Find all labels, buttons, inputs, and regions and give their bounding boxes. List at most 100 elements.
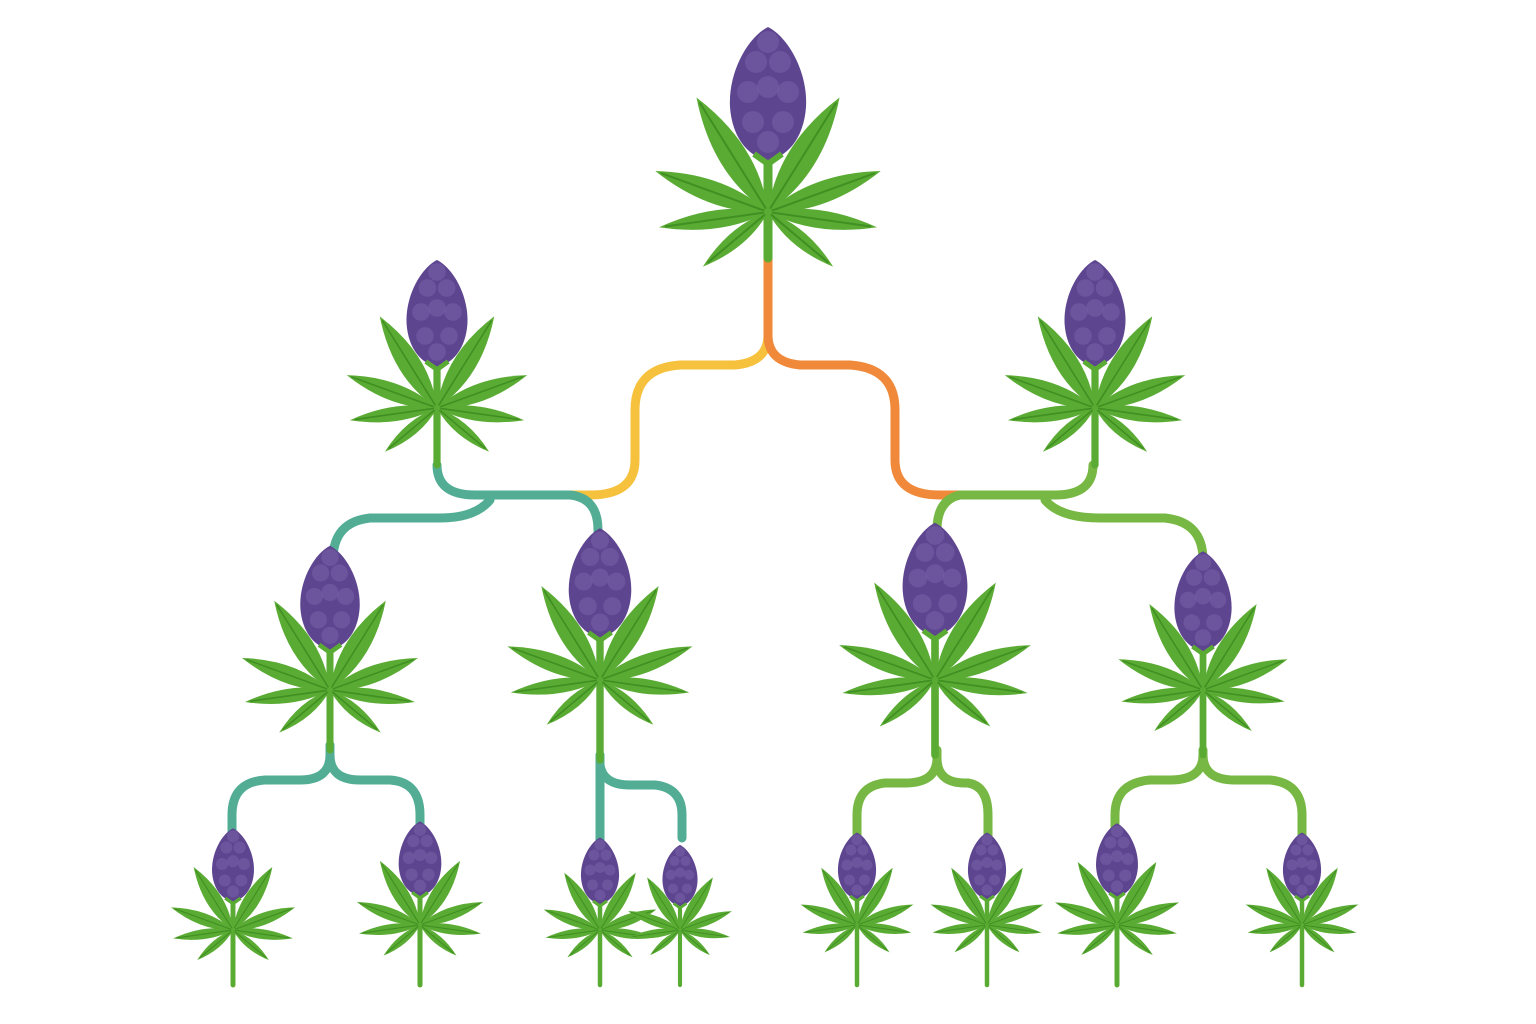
leaf-icon bbox=[233, 928, 293, 940]
cannabis-plant-icon bbox=[800, 832, 914, 988]
cannabis-plant-icon bbox=[1245, 832, 1359, 988]
leaf-icon bbox=[567, 930, 600, 958]
edge-l2a-l3b bbox=[325, 750, 425, 843]
cannabis-plant-icon bbox=[1054, 823, 1180, 988]
leaf-icon bbox=[932, 923, 987, 934]
leaf-icon bbox=[600, 680, 654, 725]
cannabis-plant-icon bbox=[507, 528, 693, 764]
leaf-icon bbox=[437, 375, 528, 409]
leaf-icon bbox=[170, 907, 233, 931]
leaf-icon bbox=[987, 904, 1044, 926]
leaf-icon bbox=[680, 877, 713, 930]
bud-icon bbox=[212, 828, 254, 906]
leaf-icon bbox=[935, 582, 996, 680]
leaf-icon bbox=[1095, 316, 1153, 408]
leaf-icon bbox=[1203, 604, 1257, 690]
leaf-icon bbox=[702, 212, 768, 267]
leaf-icon bbox=[768, 97, 840, 212]
leaf-icon bbox=[543, 909, 600, 931]
leaf-icon bbox=[510, 677, 600, 695]
leaf-icon bbox=[600, 586, 659, 680]
leaf-icon bbox=[935, 680, 991, 727]
leaf-icon bbox=[173, 928, 233, 940]
leaf-icon bbox=[1095, 375, 1186, 409]
leaf-icon bbox=[1269, 925, 1302, 953]
bud-icon bbox=[1096, 823, 1138, 901]
bud-icon bbox=[662, 844, 698, 910]
leaf-icon bbox=[857, 923, 912, 934]
leaf-icon bbox=[1302, 925, 1335, 953]
leaf-icon bbox=[951, 867, 987, 925]
cannabis-plant-icon bbox=[242, 545, 418, 754]
leaf-icon bbox=[629, 928, 680, 939]
leaf-icon bbox=[1117, 925, 1153, 956]
leaf-icon bbox=[839, 645, 935, 681]
leaf-icon bbox=[1247, 923, 1302, 934]
leaf-icon bbox=[383, 925, 420, 956]
leaf-icon bbox=[420, 923, 482, 936]
cannabis-plant-icon bbox=[543, 837, 657, 988]
leaf-icon bbox=[650, 930, 680, 956]
leaf-icon bbox=[1203, 690, 1252, 731]
leaf-icon bbox=[1302, 904, 1359, 926]
bud-icon bbox=[967, 832, 1007, 903]
bud-icon bbox=[398, 821, 442, 901]
leaf-icon bbox=[330, 600, 386, 690]
leaf-icon bbox=[1203, 687, 1285, 704]
leaf-icon bbox=[930, 904, 987, 926]
leaf-icon bbox=[358, 923, 420, 936]
leaf-icon bbox=[680, 930, 710, 956]
leaf-icon bbox=[274, 600, 330, 690]
leaf-icon bbox=[1057, 923, 1117, 935]
leaf-icon bbox=[245, 687, 330, 704]
edge-l2c-l3f bbox=[932, 753, 993, 843]
bud-icon bbox=[1174, 551, 1232, 657]
leaf-icon bbox=[1007, 405, 1095, 423]
edge-l1a-l2a bbox=[328, 495, 495, 577]
leaf-icon bbox=[330, 657, 418, 691]
bud-icon bbox=[568, 528, 632, 644]
leaf-icon bbox=[857, 925, 890, 953]
tree-nodes bbox=[170, 27, 1359, 988]
leaf-icon bbox=[1037, 316, 1095, 408]
leaf-icon bbox=[768, 208, 877, 230]
cannabis-plant-icon bbox=[170, 828, 296, 988]
leaf-icon bbox=[600, 872, 636, 930]
cannabis-plant-icon bbox=[655, 27, 881, 267]
leaf-icon bbox=[600, 646, 693, 681]
leaf-icon bbox=[279, 690, 330, 733]
bud-icon bbox=[902, 522, 968, 643]
leaf-icon bbox=[379, 860, 420, 925]
leaf-icon bbox=[233, 907, 296, 931]
leaf-icon bbox=[330, 690, 381, 733]
leaf-icon bbox=[954, 925, 987, 953]
leaf-icon bbox=[655, 170, 768, 213]
leaf-icon bbox=[384, 408, 437, 452]
cannabis-plant-icon bbox=[1004, 260, 1186, 469]
leaf-icon bbox=[768, 170, 881, 213]
leaf-icon bbox=[545, 928, 600, 939]
leaf-icon bbox=[541, 586, 600, 680]
leaf-icon bbox=[680, 928, 731, 939]
leaf-icon bbox=[437, 405, 525, 423]
leaf-icon bbox=[802, 923, 857, 934]
leaf-icon bbox=[696, 97, 768, 212]
leaf-icon bbox=[987, 925, 1020, 953]
leaf-icon bbox=[857, 867, 893, 925]
leaf-icon bbox=[935, 645, 1031, 681]
leaf-icon bbox=[874, 582, 935, 680]
leaf-icon bbox=[1203, 659, 1288, 691]
edge-l2d-l3g bbox=[1110, 745, 1208, 845]
leaf-icon bbox=[1117, 862, 1157, 925]
leaf-icon bbox=[935, 677, 1028, 696]
leaf-icon bbox=[987, 923, 1042, 934]
edge-root-right bbox=[763, 253, 980, 500]
leaf-icon bbox=[330, 687, 415, 704]
leaf-icon bbox=[800, 904, 857, 926]
leaf-icon bbox=[420, 925, 457, 956]
cannabis-plant-icon bbox=[930, 832, 1044, 988]
leaf-icon bbox=[987, 867, 1023, 925]
bud-icon bbox=[580, 837, 620, 908]
leaf-icon bbox=[193, 867, 233, 930]
